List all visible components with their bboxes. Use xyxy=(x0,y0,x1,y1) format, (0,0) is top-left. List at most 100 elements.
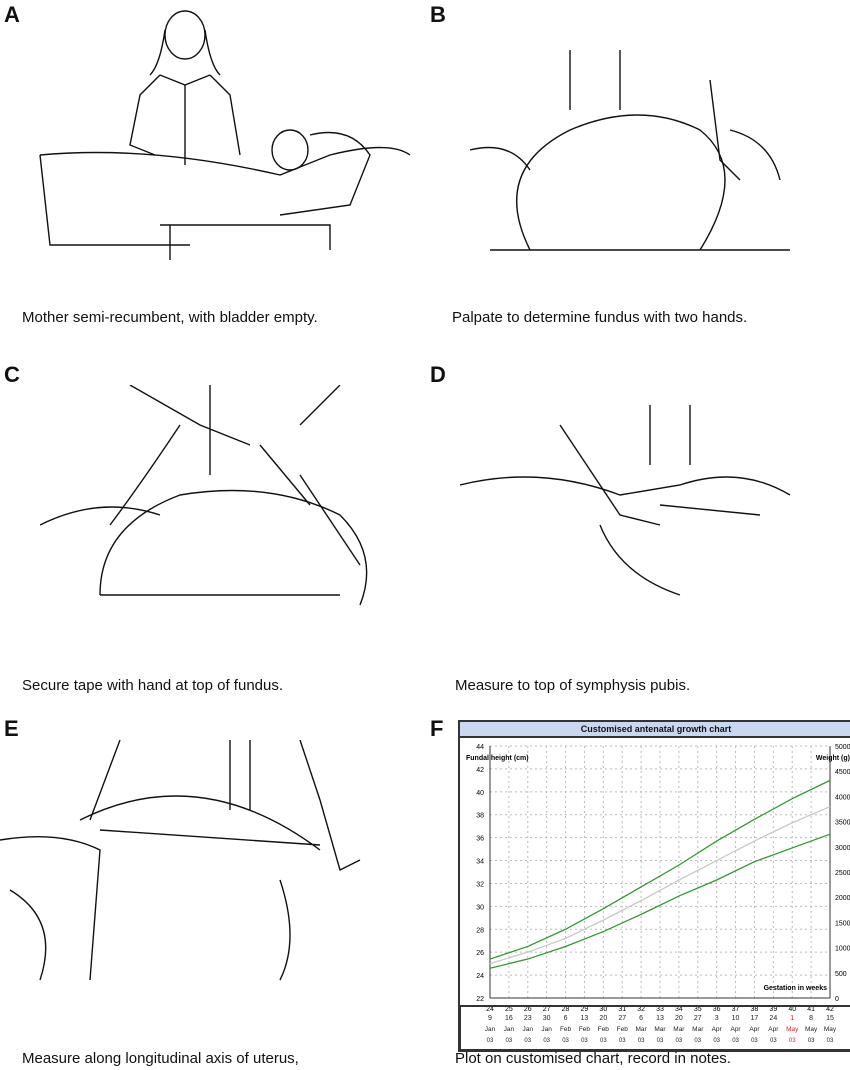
date-day: 10 xyxy=(732,1015,740,1022)
panel-label-e: E xyxy=(4,716,19,741)
caption-a: Mother semi-recumbent, with bladder empt… xyxy=(22,309,318,326)
date-year: 03 xyxy=(694,1038,701,1044)
date-year: 03 xyxy=(732,1038,739,1044)
caption-b: Palpate to determine fundus with two han… xyxy=(452,309,748,326)
panel-label-a: A xyxy=(4,2,20,27)
x-tick-label: 35 xyxy=(694,1006,702,1013)
date-year: 03 xyxy=(506,1038,513,1044)
date-year: 03 xyxy=(827,1038,834,1044)
series-line-median xyxy=(489,806,831,965)
date-day: 27 xyxy=(694,1015,702,1022)
x-tick-label: 26 xyxy=(524,1006,532,1013)
panel-label-c: C xyxy=(4,362,20,387)
x-tick-label: 28 xyxy=(562,1006,570,1013)
date-month: Feb xyxy=(579,1026,591,1033)
date-month: Feb xyxy=(598,1026,610,1033)
date-month: Jan xyxy=(541,1026,552,1033)
x-tick-label: 31 xyxy=(618,1006,626,1013)
y2-tick-label: 3000 xyxy=(835,845,850,852)
y2-tick-label: 500 xyxy=(835,971,847,978)
date-month: Apr xyxy=(768,1026,779,1033)
y-tick-label: 22 xyxy=(476,996,484,1003)
date-year: 03 xyxy=(543,1038,550,1044)
x-tick-label: 36 xyxy=(713,1006,721,1013)
date-year: 03 xyxy=(600,1038,607,1044)
panel-label-f: F xyxy=(430,716,444,741)
date-day: 8 xyxy=(809,1015,813,1022)
date-year: 03 xyxy=(657,1038,664,1044)
y-tick-label: 26 xyxy=(476,950,484,957)
y2-tick-label: 5000 xyxy=(835,744,850,751)
caption-c: Secure tape with hand at top of fundus. xyxy=(22,677,284,694)
y-tick-label: 40 xyxy=(476,790,484,797)
y2-tick-label: 2000 xyxy=(835,895,850,902)
growth-chart: Customised antenatal growth chart 24 25 26… xyxy=(458,720,850,1052)
x-tick-label: 38 xyxy=(751,1006,759,1013)
date-year: 03 xyxy=(770,1038,777,1044)
date-day: 6 xyxy=(564,1015,568,1022)
date-day: 16 xyxy=(505,1015,513,1022)
date-day: 27 xyxy=(618,1015,626,1022)
y2-tick-label: 3500 xyxy=(835,820,850,827)
illustration-measure-symphysis xyxy=(460,405,791,596)
date-year: 03 xyxy=(524,1038,531,1044)
x-tick-label: 39 xyxy=(769,1006,777,1013)
series-line-upper xyxy=(489,779,831,960)
x-tick-label: 32 xyxy=(637,1006,645,1013)
date-month: Jan xyxy=(504,1026,515,1033)
date-day: 6 xyxy=(639,1015,643,1022)
x-tick-label: 25 xyxy=(505,1006,513,1013)
x-tick-label: 29 xyxy=(581,1006,589,1013)
panel-label-d: D xyxy=(430,362,446,387)
y-tick-label: 38 xyxy=(476,813,484,820)
date-month: Feb xyxy=(617,1026,629,1033)
date-day: 1 xyxy=(790,1015,794,1022)
date-year: 03 xyxy=(581,1038,588,1044)
y2-tick-label: 1000 xyxy=(835,946,850,953)
date-month: Jan xyxy=(485,1026,496,1033)
illustration-palpate-fundus xyxy=(470,50,790,251)
y-axis-label: Fundal height (cm) xyxy=(466,755,529,762)
x-tick-label: 30 xyxy=(599,1006,607,1013)
caption-d: Measure to top of symphysis pubis. xyxy=(455,677,691,694)
panel-label-b: B xyxy=(430,2,446,27)
date-month: Mar xyxy=(654,1026,666,1033)
date-day: 13 xyxy=(581,1015,589,1022)
y2-tick-label: 2500 xyxy=(835,870,850,877)
chart-title: Customised antenatal growth chart xyxy=(460,722,850,738)
x-axis-label: Gestation in weeks xyxy=(764,985,828,992)
series-line-lower xyxy=(489,833,831,969)
date-month: May xyxy=(805,1026,818,1033)
illustration-secure-tape xyxy=(40,385,368,606)
y-tick-label: 32 xyxy=(476,881,484,888)
x-tick-label: 37 xyxy=(732,1006,740,1013)
date-year: 03 xyxy=(562,1038,569,1044)
date-month: Apr xyxy=(749,1026,760,1033)
date-month: Feb xyxy=(560,1026,572,1033)
date-month: Mar xyxy=(673,1026,685,1033)
date-year: 03 xyxy=(751,1038,758,1044)
y-tick-label: 36 xyxy=(476,836,484,843)
x-tick-label: 34 xyxy=(675,1006,683,1013)
x-tick-label: 40 xyxy=(788,1006,796,1013)
date-day: 24 xyxy=(769,1015,777,1022)
y-tick-label: 42 xyxy=(476,767,484,774)
date-year: 03 xyxy=(808,1038,815,1044)
date-month: Apr xyxy=(712,1026,723,1033)
date-month: Jan xyxy=(523,1026,534,1033)
y-tick-label: 44 xyxy=(476,744,484,751)
date-day: 15 xyxy=(826,1015,834,1022)
y-tick-label: 34 xyxy=(476,859,484,866)
x-tick-label: 42 xyxy=(826,1006,834,1013)
y2-axis-label: Weight (g) xyxy=(816,755,850,762)
y-tick-label: 24 xyxy=(476,973,484,980)
date-day: 23 xyxy=(524,1015,532,1022)
date-month: Mar xyxy=(636,1026,648,1033)
date-year: 03 xyxy=(487,1038,494,1044)
y2-tick-label: 4000 xyxy=(835,794,850,801)
date-day: 9 xyxy=(488,1015,492,1022)
date-day: 20 xyxy=(675,1015,683,1022)
caption-f: Plot on customised chart, record in note… xyxy=(455,1050,731,1067)
date-month: Apr xyxy=(730,1026,741,1033)
